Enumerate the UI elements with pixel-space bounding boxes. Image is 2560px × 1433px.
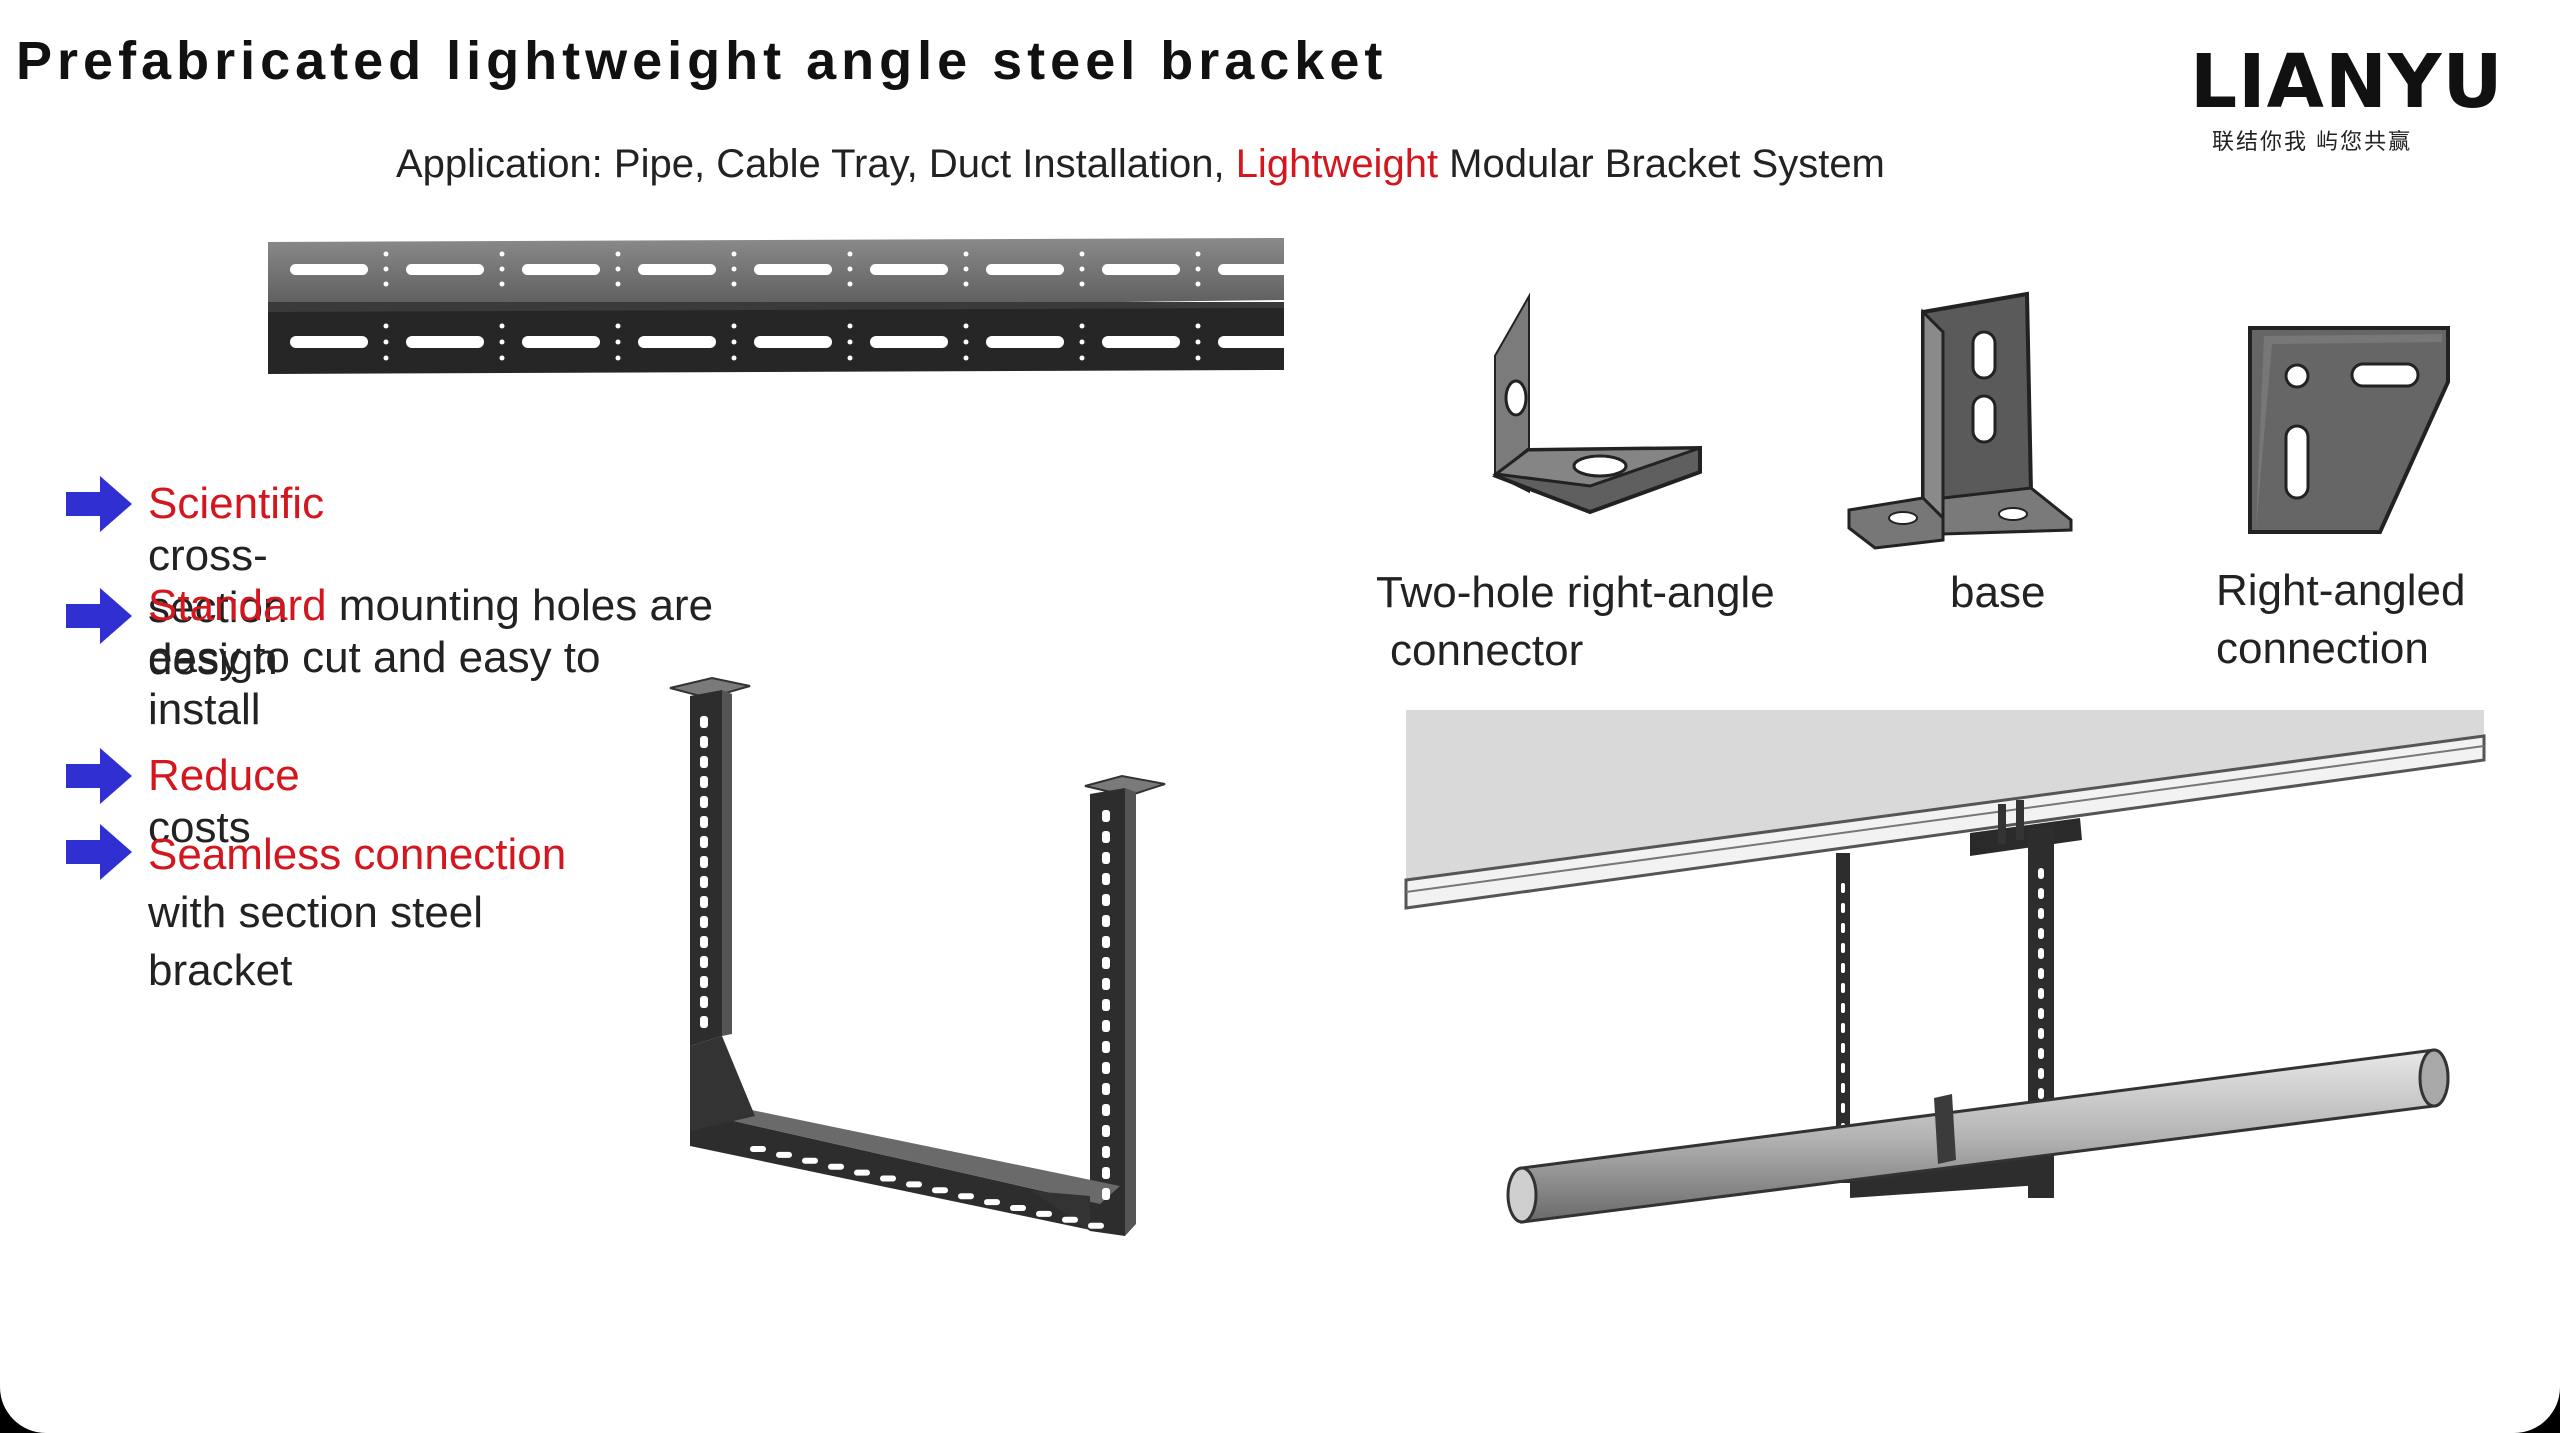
part-label-line: base	[1950, 568, 2046, 617]
pipe-support-installation-image	[1404, 710, 2486, 1224]
u-frame-bracket-image	[669, 676, 1166, 1236]
part-label-right-angled-connection: Right-angled connection	[2216, 562, 2466, 678]
bullet-text: Scientific cross-section design	[148, 478, 324, 686]
bullet-line: install	[148, 685, 261, 734]
part-label-two-hole-connector: Two-hole right-angle connector	[1376, 564, 1775, 680]
part-label-line: connection	[2216, 624, 2429, 673]
bullet-highlight: Standard	[148, 581, 327, 630]
bullet-line: with section steel	[148, 888, 484, 937]
two-hole-angle-connector-icon	[1492, 292, 1702, 515]
part-label-line: Right-angled	[2216, 566, 2466, 615]
base-icon	[1847, 291, 2073, 550]
subtitle-highlight: Lightweight	[1235, 142, 1439, 186]
arrow-right-icon	[66, 824, 132, 880]
bullet-highlight: Reduce	[148, 751, 300, 800]
bullet-highlight: Seamless connection	[148, 830, 567, 879]
logo-tagline: 联结你我 屿您共赢	[2212, 129, 2413, 154]
arrow-right-icon	[66, 588, 132, 644]
bullet-highlight: Scientific	[148, 479, 325, 528]
company-logo: LIANYU 联结你我 屿您共赢	[2190, 42, 2503, 154]
slide-title: Prefabricated lightweight angle steel br…	[16, 31, 1388, 91]
bullet-line: bracket	[148, 946, 293, 995]
part-label-line: connector	[1390, 626, 1584, 675]
bullet-text: Standard mounting holes are easy to cut …	[148, 580, 848, 736]
bullet-text: Seamless connection with section steel b…	[148, 826, 668, 1000]
subtitle-prefix: Application: Pipe, Cable Tray, Duct Inst…	[396, 142, 1236, 186]
right-angle-connection-plate-icon	[2248, 326, 2450, 534]
application-subtitle: Application: Pipe, Cable Tray, Duct Inst…	[396, 142, 1885, 187]
bullet-text: Reduce costs	[148, 750, 300, 854]
arrow-right-icon	[66, 748, 132, 804]
bullet-line: easy to cut and easy to	[148, 633, 601, 682]
bullet-rest: mounting holes are	[326, 581, 714, 630]
part-label-line: Two-hole right-angle	[1376, 568, 1775, 617]
bullet-rest: cross-section design	[148, 531, 288, 684]
part-label-base: base	[1950, 564, 2045, 622]
angle-steel-strip-image	[268, 238, 1296, 374]
subtitle-suffix: Modular Bracket System	[1438, 142, 1885, 186]
logo-wordmark: LIANYU	[2190, 39, 2504, 125]
bullet-rest: costs	[148, 803, 251, 852]
arrow-right-icon	[66, 476, 132, 532]
